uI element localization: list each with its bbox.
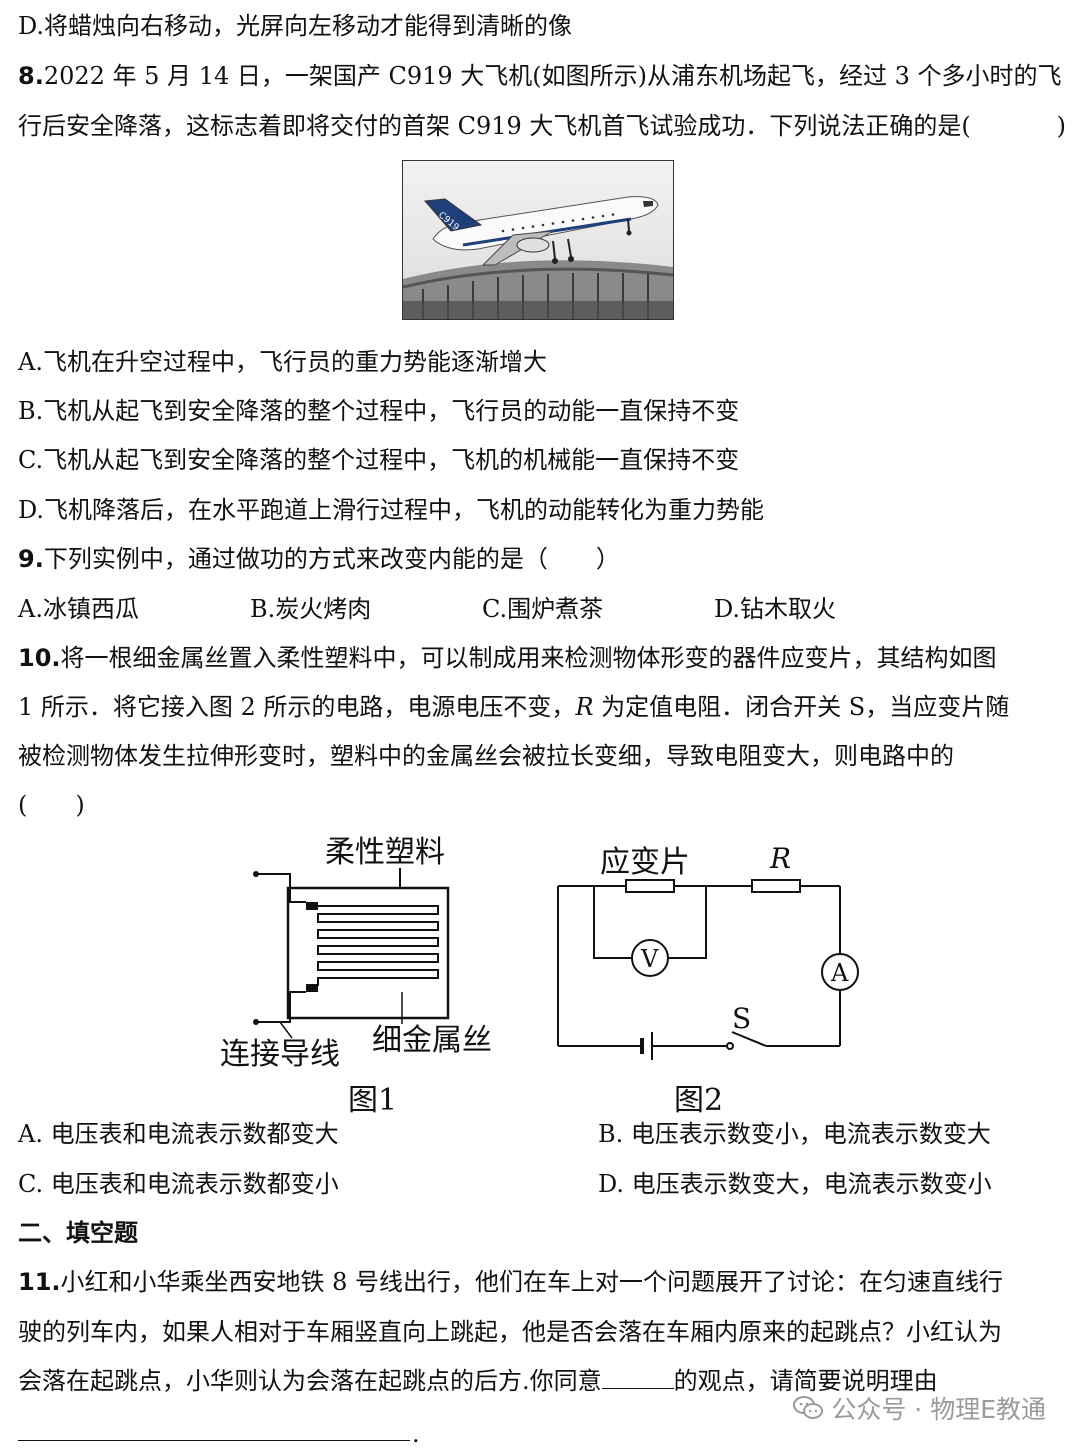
label-connecting-wire: 连接导线 [220,1037,340,1072]
q10-option-d: D. 电压表示数变大，电流表示数变小 [598,1170,992,1198]
q10-line2b: 为定值电阻．闭合开关 S，当应变片随 [593,693,1010,721]
label-flexible-plastic: 柔性塑料 [325,835,445,870]
strain-gauge-resistor [625,879,675,893]
label-strain-gauge: 应变片 [600,845,690,880]
q10-stem-line3: 被检测物体发生拉伸形变时，塑料中的金属丝会被拉长变细，导致电阻变大，则电路中的 [18,742,954,770]
q8-option-a: A.飞机在升空过程中，飞行员的重力势能逐渐增大 [18,348,547,376]
airplane-image: C919 [403,161,673,319]
watermark: 公众号 · 物理E教通 [793,1390,1046,1426]
q9-option-c: C.围炉煮茶 [482,595,604,623]
label-fine-metal-wire: 细金属丝 [372,1023,492,1058]
q11-number: 11. [18,1268,61,1296]
q8-line2-paren: ) [1056,112,1066,140]
q9-number: 9. [18,545,44,573]
q10-option-c: C. 电压表和电流表示数都变小 [18,1170,339,1198]
label-resistor-r: R [769,842,791,875]
q8-stem-line1: 8.2022 年 5 月 14 日，一架国产 C919 大飞机(如图所示)从浦东… [18,60,1066,92]
q11-stem-line2: 驶的列车内，如果人相对于车厢竖直向上跳起，他是否会落在车厢内原来的起跳点？小红认… [18,1318,1002,1346]
q11-line4-end: . [412,1420,420,1448]
ammeter-label: A [830,959,849,987]
q9-option-a: A.冰镇西瓜 [18,595,139,623]
q8-line2-text: 行后安全降落，这标志着即将交付的首架 C919 大飞机首飞试验成功．下列说法正确… [18,112,971,140]
q10-line1-text: 将一根细金属丝置入柔性塑料中，可以制成用来检测物体形变的器件应变片，其结构如图 [60,644,997,672]
q10-number: 10. [18,644,61,672]
fixed-resistor-r [751,879,801,893]
q9-option-b: B.炭火烤肉 [250,595,372,623]
q11-line1-text: 小红和小华乘坐西安地铁 8 号线出行，他们在车上对一个问题展开了讨论：在匀速直线… [60,1268,1004,1296]
c919-airplane-photo: C919 [402,160,674,320]
q10-stem-line4: ( ) [18,791,85,819]
q7-option-d: D.将蜡烛向右移动，光屏向左移动才能得到清晰的像 [18,12,573,40]
q11-answer-blank-1[interactable] [601,1366,674,1389]
q10-stem-line1: 10.将一根细金属丝置入柔性塑料中，可以制成用来检测物体形变的器件应变片，其结构… [18,642,1066,674]
section-2-title: 二、填空题 [18,1219,138,1247]
figure-1-strain-gauge: 柔性塑料 连接导线 细金属丝 图1 [220,835,492,1118]
figure-2-caption: 图2 [674,1083,723,1118]
q8-line1-text: 2022 年 5 月 14 日，一架国产 C919 大飞机(如图所示)从浦东机场… [43,62,1062,90]
q11-answer-blank-2[interactable] [18,1440,410,1441]
q11-stem-line1: 11.小红和小华乘坐西安地铁 8 号线出行，他们在车上对一个问题展开了讨论：在匀… [18,1266,1066,1298]
q10-option-b: B. 电压表示数变小，电流表示数变大 [598,1120,991,1148]
fine-metal-wire [317,905,439,986]
q8-stem-line2: 行后安全降落，这标志着即将交付的首架 C919 大飞机首飞试验成功．下列说法正确… [18,110,1066,142]
q9-stem: 9.下列实例中，通过做功的方式来改变内能的是（ ） [18,543,1066,575]
q9-stem-text: 下列实例中，通过做功的方式来改变内能的是（ ） [43,545,620,573]
figure-1-caption: 图1 [348,1083,397,1118]
figure-2-circuit: 应变片 R V A S 图2 [557,842,859,1118]
switch-label: S [732,1002,751,1035]
voltmeter-label: V [640,945,659,973]
wechat-icon [793,1396,824,1419]
q8-option-b: B.飞机从起飞到安全降落的整个过程中，飞行员的动能一直保持不变 [18,397,740,425]
q10-stem-line2: 1 所示．将它接入图 2 所示的电路，电源电压不变，R 为定值电阻．闭合开关 S… [18,691,1066,723]
q8-number: 8. [18,62,44,90]
q10-line2-r: R [575,693,594,721]
q10-option-a: A. 电压表和电流表示数都变大 [18,1120,339,1148]
switch-s [731,1031,767,1047]
q10-line2a: 1 所示．将它接入图 2 所示的电路，电源电压不变， [18,693,576,721]
q8-option-d: D.飞机降落后，在水平跑道上滑行过程中，飞机的动能转化为重力势能 [18,496,765,524]
q11-line3a: 会落在起跳点，小华则认为会落在起跳点的后方.你同意 [18,1367,602,1395]
watermark-text: 公众号 · 物理E教通 [831,1395,1046,1424]
q9-option-d: D.钻木取火 [714,595,837,623]
q11-line3b: 的观点，请简要说明理由 [673,1367,938,1395]
q8-option-c: C.飞机从起飞到安全降落的整个过程中，飞机的机械能一直保持不变 [18,446,740,474]
q11-stem-line3: 会落在起跳点，小华则认为会落在起跳点的后方.你同意 的观点，请简要说明理由 [18,1365,1066,1397]
